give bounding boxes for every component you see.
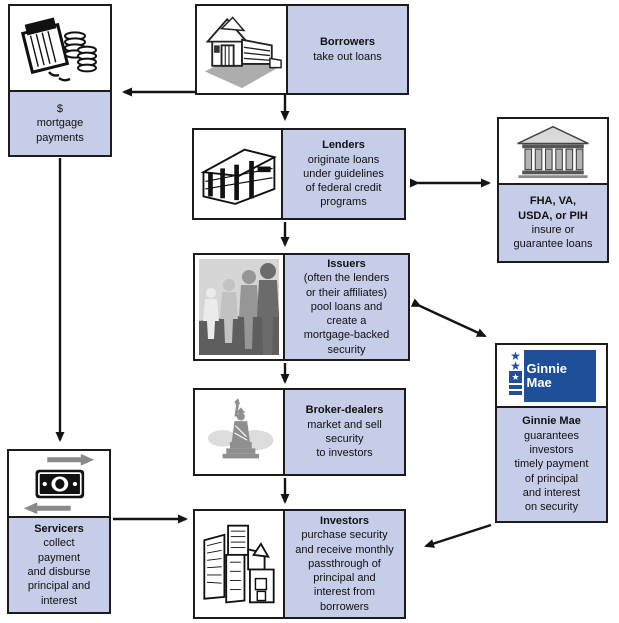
house-icon	[204, 15, 282, 88]
investors-title: Investors	[320, 514, 369, 527]
ginnie-mae-logo: ★ ★ ★ Ginnie Mae	[508, 348, 596, 402]
bank-building-icon	[517, 125, 589, 179]
ginnie-star-icon: ★	[510, 358, 521, 373]
lenders-body: originate loans under guidelines of fede…	[303, 153, 384, 209]
fha-body: insure or guarantee loans	[513, 224, 593, 251]
ginnie-star-icon: ★	[510, 348, 521, 363]
dollar-bill-icon	[23, 453, 95, 514]
ginnie-star-icon: ★	[509, 370, 522, 383]
node-ginnie-mae: ★ ★ ★ Ginnie Mae Ginnie Mae guarantees i…	[495, 343, 608, 523]
node-borrowers: Borrowers take out loans	[195, 4, 409, 95]
node-lenders: Lenders originate loans under guidelines…	[192, 128, 406, 220]
broker-dealers-body: market and sell security to investors	[307, 418, 382, 460]
ginnie-mae-body: guarantees investors timely payment of p…	[514, 429, 589, 514]
ginnie-stripe	[509, 384, 522, 389]
borrowers-title: Borrowers	[319, 36, 376, 49]
arrow-ginnie-to-investors	[424, 523, 492, 548]
issuers-title: Issuers	[327, 257, 366, 270]
office-building-icon	[199, 148, 277, 205]
servicers-title: Servicers	[34, 523, 84, 536]
borrowers-body: take out loans	[313, 50, 382, 63]
node-mortgage-payments: $ mortgage payments	[8, 4, 112, 157]
business-people-icon	[199, 259, 279, 355]
fha-title: FHA, VA, USDA, or PIH	[518, 195, 588, 222]
mortgage-payments-label: $ mortgage payments	[36, 103, 84, 144]
statue-of-liberty-icon	[208, 398, 274, 459]
lenders-title: Lenders	[322, 139, 365, 152]
node-investors: Investors purchase security and receive …	[193, 509, 406, 619]
broker-dealers-title: Broker-dealers	[305, 404, 384, 417]
node-broker-dealers: Broker-dealers market and sell security …	[193, 388, 406, 476]
arrow-issuers-ginnie-bidirectional	[410, 298, 487, 338]
issuers-body: (often the lenders or their affiliates) …	[303, 272, 390, 356]
servicers-body: collect payment and disburse principal a…	[27, 537, 91, 607]
node-fha-va-usda-pih: FHA, VA, USDA, or PIH insure or guarante…	[497, 117, 609, 263]
investors-body: purchase security and receive monthly pa…	[295, 529, 394, 613]
node-issuers: Issuers (often the lenders or their affi…	[193, 253, 410, 361]
money-stack-icon	[20, 17, 97, 82]
node-servicers: Servicers collect payment and disburse p…	[7, 449, 111, 614]
city-buildings-icon	[203, 524, 275, 604]
ginnie-mae-title: Ginnie Mae	[522, 415, 581, 428]
ginnie-stripe	[509, 390, 522, 395]
ginnie-logo-text: Ginnie Mae	[526, 360, 567, 390]
